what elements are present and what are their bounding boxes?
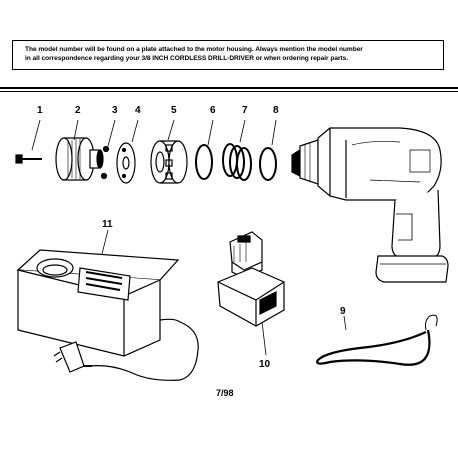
- part-4-plate: [116, 119, 139, 184]
- callout-4: 4: [135, 105, 141, 116]
- model-number-notice: The model number will be found on a plat…: [12, 40, 444, 70]
- part-10-battery: [217, 231, 285, 356]
- part-5-gear-housing: [150, 119, 188, 184]
- callout-7: 7: [242, 105, 248, 116]
- part-7-rings: [222, 119, 252, 181]
- callout-11: 11: [102, 219, 113, 230]
- drill-body: [291, 127, 449, 283]
- part-2-chuck: [55, 119, 104, 181]
- notice-line-1: The model number will be found on a plat…: [25, 46, 363, 53]
- part-8-washer: [259, 119, 277, 181]
- notice-line-2: in all correspondence regarding your 3/8…: [25, 54, 349, 62]
- part-1-screw: [15, 119, 42, 164]
- part-6-ring: [195, 119, 214, 180]
- callout-5: 5: [171, 105, 177, 116]
- callout-10: 10: [259, 359, 271, 370]
- callout-8: 8: [273, 105, 279, 116]
- callout-9: 9: [340, 306, 346, 317]
- callout-2: 2: [75, 105, 81, 116]
- callout-3: 3: [112, 105, 118, 116]
- callout-1: 1: [37, 105, 43, 116]
- separator-rule: [0, 87, 458, 89]
- callout-6: 6: [210, 105, 216, 116]
- part-3-screws: [100, 119, 116, 180]
- separator-rule-thin: [0, 91, 458, 92]
- part-11-charger: [16, 229, 199, 381]
- revision-date: 7/98: [216, 388, 234, 398]
- part-9-strap: [316, 314, 438, 366]
